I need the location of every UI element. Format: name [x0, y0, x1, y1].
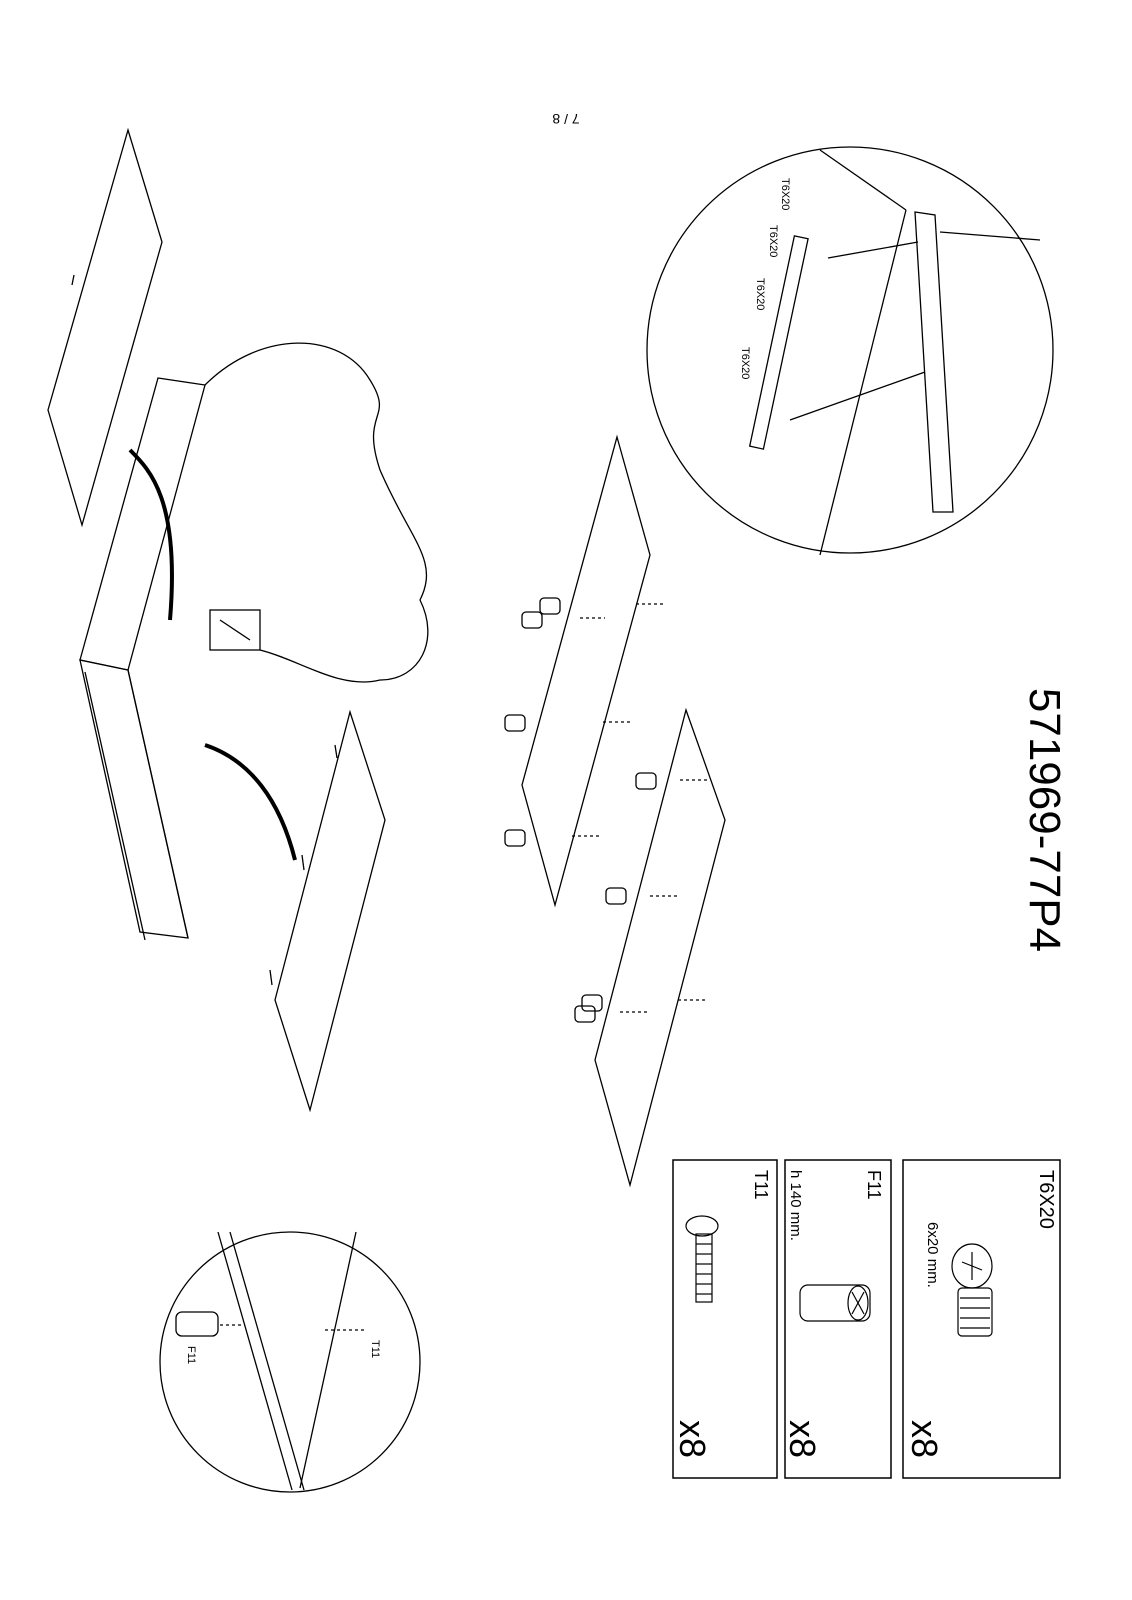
hinge-screw-label-4: T6X20	[739, 347, 751, 379]
hinge-screw-label-2: T6X20	[767, 225, 779, 257]
detail-leg-label: F11	[185, 1346, 197, 1364]
dowel-leg-icon	[799, 1284, 871, 1322]
part-qty: x8	[672, 1420, 713, 1458]
model-code: 571969-77P4	[1020, 688, 1069, 952]
part-code: T6X20	[1035, 1170, 1057, 1229]
detail-bolt-label: T11	[369, 1340, 381, 1358]
part-qty: x8	[904, 1420, 945, 1458]
main-frame-drawing	[47, 127, 429, 1113]
pan-head-screw-icon	[951, 1243, 993, 1337]
detail-circle-leg: F11 T11	[159, 1231, 421, 1493]
part-box-f11: F11 h 140 mm. x8	[782, 1159, 892, 1479]
bolt-icon	[685, 1215, 719, 1303]
part-qty: x8	[782, 1420, 823, 1458]
part-size: 6x20 mm.	[924, 1222, 941, 1288]
part-code: F11	[864, 1170, 884, 1200]
page-number: 7 / 8	[552, 111, 579, 127]
detail-circle-hinge: T6X20 T6X20 T6X20 T6X20	[646, 146, 1054, 556]
hinge-screw-label-3: T6X20	[754, 278, 766, 310]
part-box-t6x20: T6X20 6x20 mm. x8	[902, 1159, 1061, 1479]
part-code: T11	[751, 1170, 771, 1200]
part-box-t11: T11 x8	[672, 1159, 778, 1479]
hinge-screw-label-1: T6X20	[779, 178, 791, 210]
part-size: h 140 mm.	[787, 1170, 804, 1241]
base-panels-drawing	[504, 434, 726, 1188]
